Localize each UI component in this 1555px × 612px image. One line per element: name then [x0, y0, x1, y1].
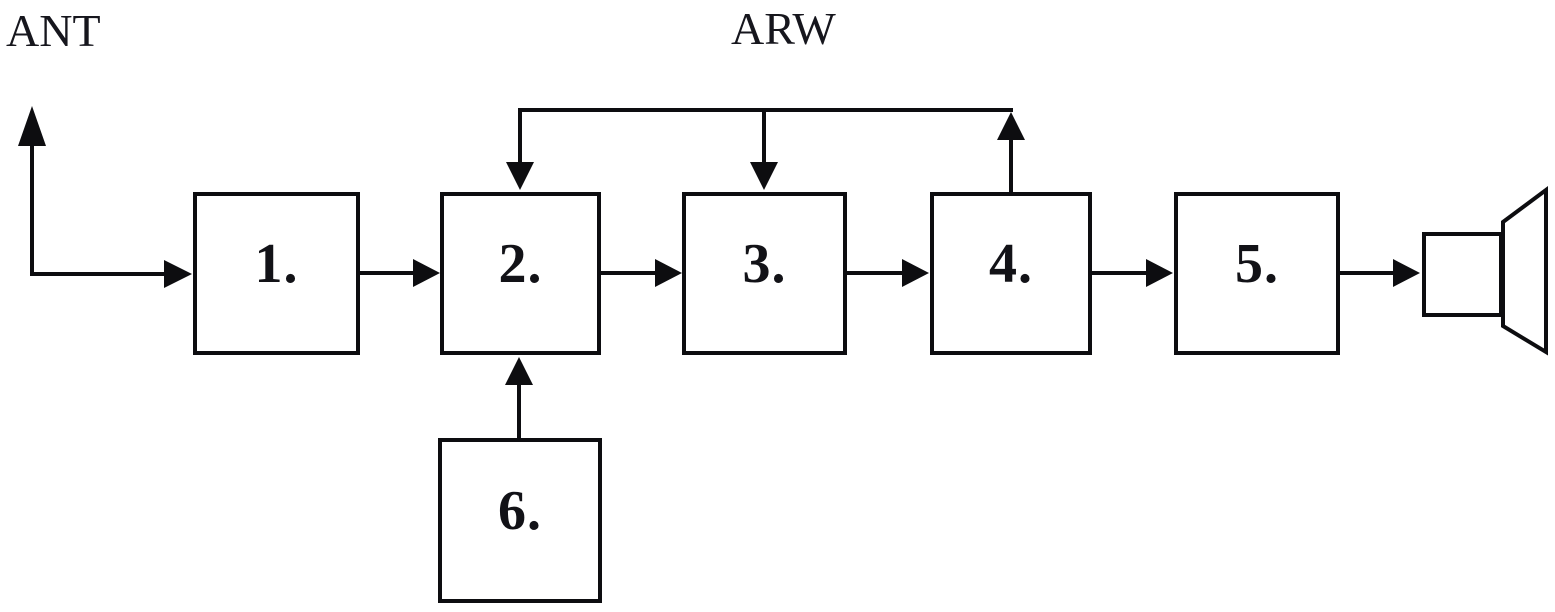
speaker-body	[1422, 232, 1503, 317]
block-5-label: 5.	[1235, 232, 1279, 295]
block-6: 6.	[438, 438, 602, 603]
speaker-icon	[1422, 186, 1548, 356]
antenna-label: ANT	[6, 5, 101, 56]
block-3-label: 3.	[742, 232, 787, 295]
arrow-block1-to-block2	[360, 259, 440, 287]
block-3: 3.	[682, 192, 847, 355]
agc-feedback-line	[506, 108, 1025, 192]
arrow-block5-to-speaker	[1340, 259, 1420, 287]
agc-label: ARW	[731, 3, 836, 54]
speaker-horn	[1501, 186, 1548, 356]
arrow-block4-to-block5	[1092, 259, 1173, 287]
block-2-label: 2.	[498, 232, 543, 295]
arrow-block6-to-block2	[505, 357, 533, 440]
block-1: 1.	[193, 192, 360, 355]
block-2: 2.	[440, 192, 601, 355]
block-4: 4.	[930, 192, 1092, 355]
arrow-block2-to-block3	[601, 259, 682, 287]
block-4-label: 4.	[989, 232, 1033, 295]
block-5: 5.	[1174, 192, 1340, 355]
block-1-label: 1.	[254, 232, 299, 295]
block-6-label: 6.	[498, 479, 542, 542]
antenna-arrow-icon	[18, 106, 192, 288]
arrow-block3-to-block4	[847, 259, 929, 287]
